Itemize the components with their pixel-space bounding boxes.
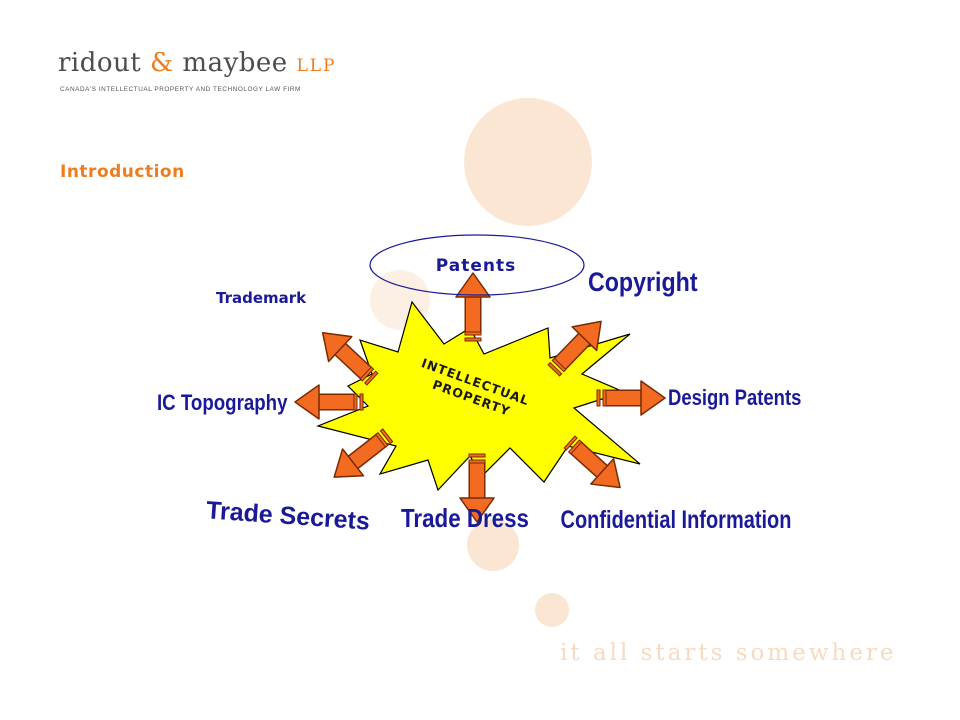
label-confidential-information: Confidential Information	[561, 506, 792, 534]
logo-ampersand: &	[150, 48, 174, 78]
logo-name-part2: maybee	[182, 48, 288, 78]
logo-suffix: LLP	[296, 56, 337, 76]
logo-wordmark: ridout & maybee LLP	[58, 48, 336, 78]
firm-logo: ridout & maybee LLP CANADA'S INTELLECTUA…	[58, 48, 358, 100]
label-ic-topography: IC Topography	[157, 392, 288, 416]
patents-highlight-ellipse	[369, 234, 585, 296]
label-design-patents: Design Patents	[668, 387, 801, 411]
ip-burst	[316, 300, 641, 492]
label-trade-secrets: Trade Secrets	[205, 496, 371, 535]
arrow-patents	[456, 273, 490, 341]
logo-tagline: CANADA'S INTELLECTUAL PROPERTY AND TECHN…	[60, 86, 301, 93]
label-patents: Patents	[436, 256, 516, 276]
section-title: Introduction	[60, 162, 185, 182]
footer-tagline: it all starts somewhere	[560, 640, 897, 666]
label-trademark: Trademark	[216, 289, 307, 307]
bg-circle-large	[464, 98, 592, 226]
label-trade-dress: Trade Dress	[401, 504, 529, 533]
logo-name-part1: ridout	[58, 48, 142, 78]
bg-circle-tiny	[535, 593, 569, 627]
bg-circle-small	[467, 519, 519, 571]
label-copyright: Copyright	[588, 267, 698, 297]
